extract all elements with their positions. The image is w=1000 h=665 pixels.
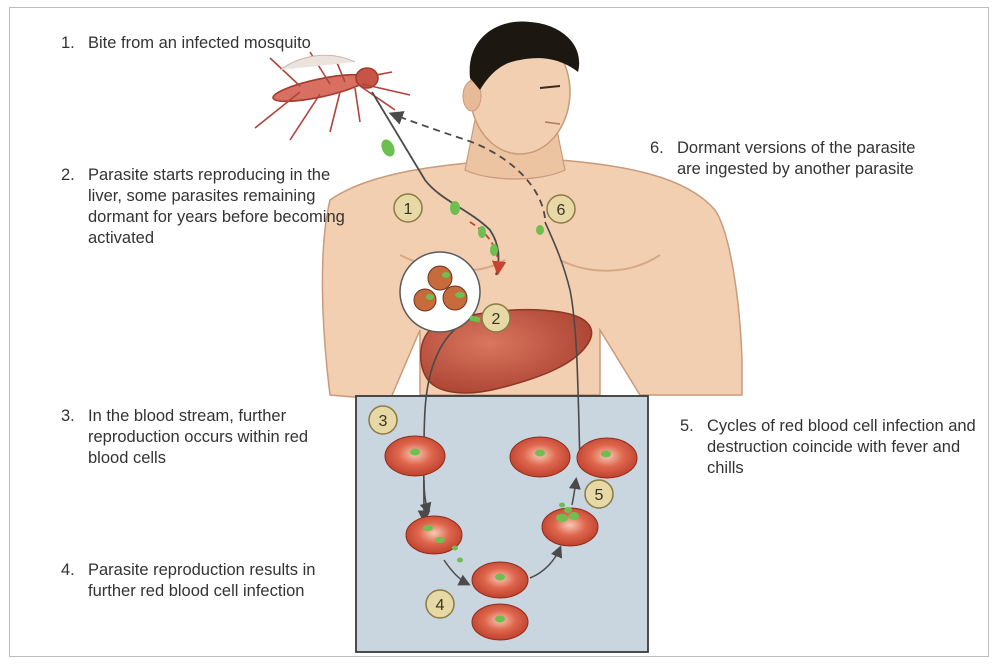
badge-5: 5 [585, 480, 613, 508]
step-5-text: Cycles of red blood cell infection and d… [707, 416, 980, 479]
badge-2: 2 [482, 304, 510, 332]
svg-text:4: 4 [436, 597, 445, 614]
mosquito [255, 52, 410, 140]
badge-3: 3 [369, 406, 397, 434]
badge-6: 6 [547, 195, 575, 223]
step-4-text: Parasite reproduction results in further… [88, 560, 351, 602]
step-5-number: 5. [680, 416, 694, 437]
step-5-caption: 5. Cycles of red blood cell infection an… [680, 416, 980, 479]
step-1-number: 1. [61, 33, 75, 54]
step-6-number: 6. [650, 138, 664, 159]
svg-text:5: 5 [595, 487, 604, 504]
step-3-caption: 3. In the blood stream, further reproduc… [61, 406, 351, 469]
step-2-text: Parasite starts reproducing in the liver… [88, 165, 351, 249]
step-1-caption: 1. Bite from an infected mosquito [61, 33, 401, 54]
step-3-text: In the blood stream, further reproductio… [88, 406, 351, 469]
step-2-caption: 2. Parasite starts reproducing in the li… [61, 165, 351, 249]
svg-text:2: 2 [492, 311, 501, 328]
step-6-caption: 6. Dormant versions of the parasite are … [650, 138, 920, 180]
step-3-number: 3. [61, 406, 75, 427]
badge-4: 4 [426, 590, 454, 618]
badge-1: 1 [394, 194, 422, 222]
step-4-number: 4. [61, 560, 75, 581]
step-1-text: Bite from an infected mosquito [88, 33, 401, 54]
svg-text:6: 6 [557, 202, 566, 219]
svg-text:1: 1 [404, 201, 413, 218]
svg-text:3: 3 [379, 413, 388, 430]
step-2-number: 2. [61, 165, 75, 186]
liver-cells-inset [400, 252, 480, 332]
step-4-caption: 4. Parasite reproduction results in furt… [61, 560, 351, 602]
step-6-text: Dormant versions of the parasite are ing… [677, 138, 920, 180]
